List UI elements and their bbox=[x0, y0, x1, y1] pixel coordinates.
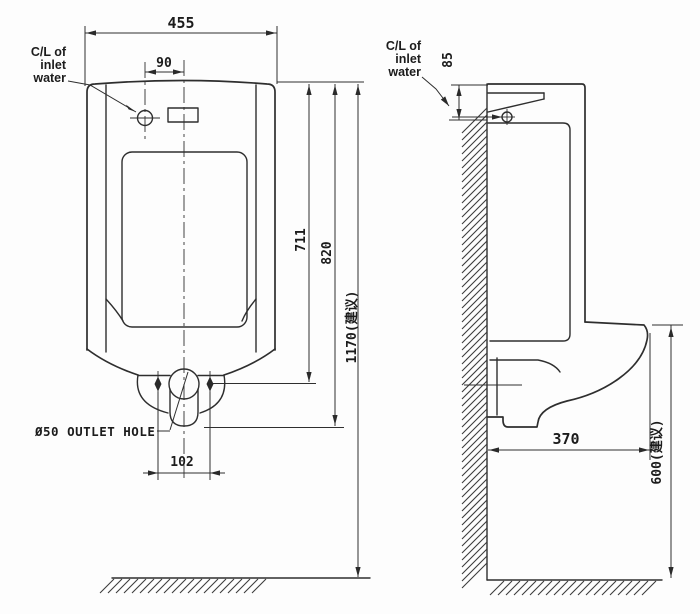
outlet-hole-label: Ø50 OUTLET HOLE bbox=[34, 424, 155, 439]
side-wall-hatch bbox=[461, 107, 488, 589]
front-inlet-offset-dim: 90 bbox=[156, 56, 172, 71]
front-floor-hatch bbox=[99, 578, 267, 594]
side-inlet-cl-label-line2: inlet bbox=[395, 52, 422, 66]
sensor-plate bbox=[167, 107, 199, 123]
side-inlet-cl-label-line1: C/L of bbox=[386, 39, 422, 53]
side-view: C/L of inlet water 85 370 600(建议) bbox=[386, 39, 683, 596]
front-urinal-outline bbox=[86, 79, 276, 427]
front-view: 455 90 711 820 1170(建议) 102 Ø50 OUTLET H… bbox=[31, 14, 371, 594]
front-inlet-cl-label-line3: water bbox=[32, 71, 66, 85]
front-mounting-height-dim: 1170(建议) bbox=[344, 291, 360, 364]
side-inlet-depth-dim: 85 bbox=[441, 52, 456, 68]
side-depth-dim: 370 bbox=[552, 430, 579, 448]
front-inlet-cl-label-line1: C/L of bbox=[31, 45, 67, 59]
side-view-texts: C/L of inlet water 85 370 600(建议) bbox=[386, 39, 665, 485]
front-inlet-cl-label-line2: inlet bbox=[40, 58, 67, 72]
front-height-820-dim: 820 bbox=[320, 241, 335, 265]
side-rim-height-dim: 600(建议) bbox=[649, 419, 665, 484]
fixing-hole-marker-left bbox=[154, 376, 162, 392]
fixing-hole-marker-right bbox=[206, 376, 214, 392]
side-urinal-outline bbox=[464, 83, 649, 428]
front-dimension-lines bbox=[67, 26, 364, 577]
front-height-711-dim: 711 bbox=[294, 228, 309, 252]
front-width-dim: 455 bbox=[167, 14, 194, 32]
front-view-texts: 455 90 711 820 1170(建议) 102 Ø50 OUTLET H… bbox=[31, 14, 360, 470]
side-floor-hatch bbox=[489, 580, 657, 596]
front-outlet-spacing-dim: 102 bbox=[170, 455, 193, 470]
side-inlet-cl-label-line3: water bbox=[387, 65, 421, 79]
side-dimension-lines bbox=[421, 76, 683, 578]
